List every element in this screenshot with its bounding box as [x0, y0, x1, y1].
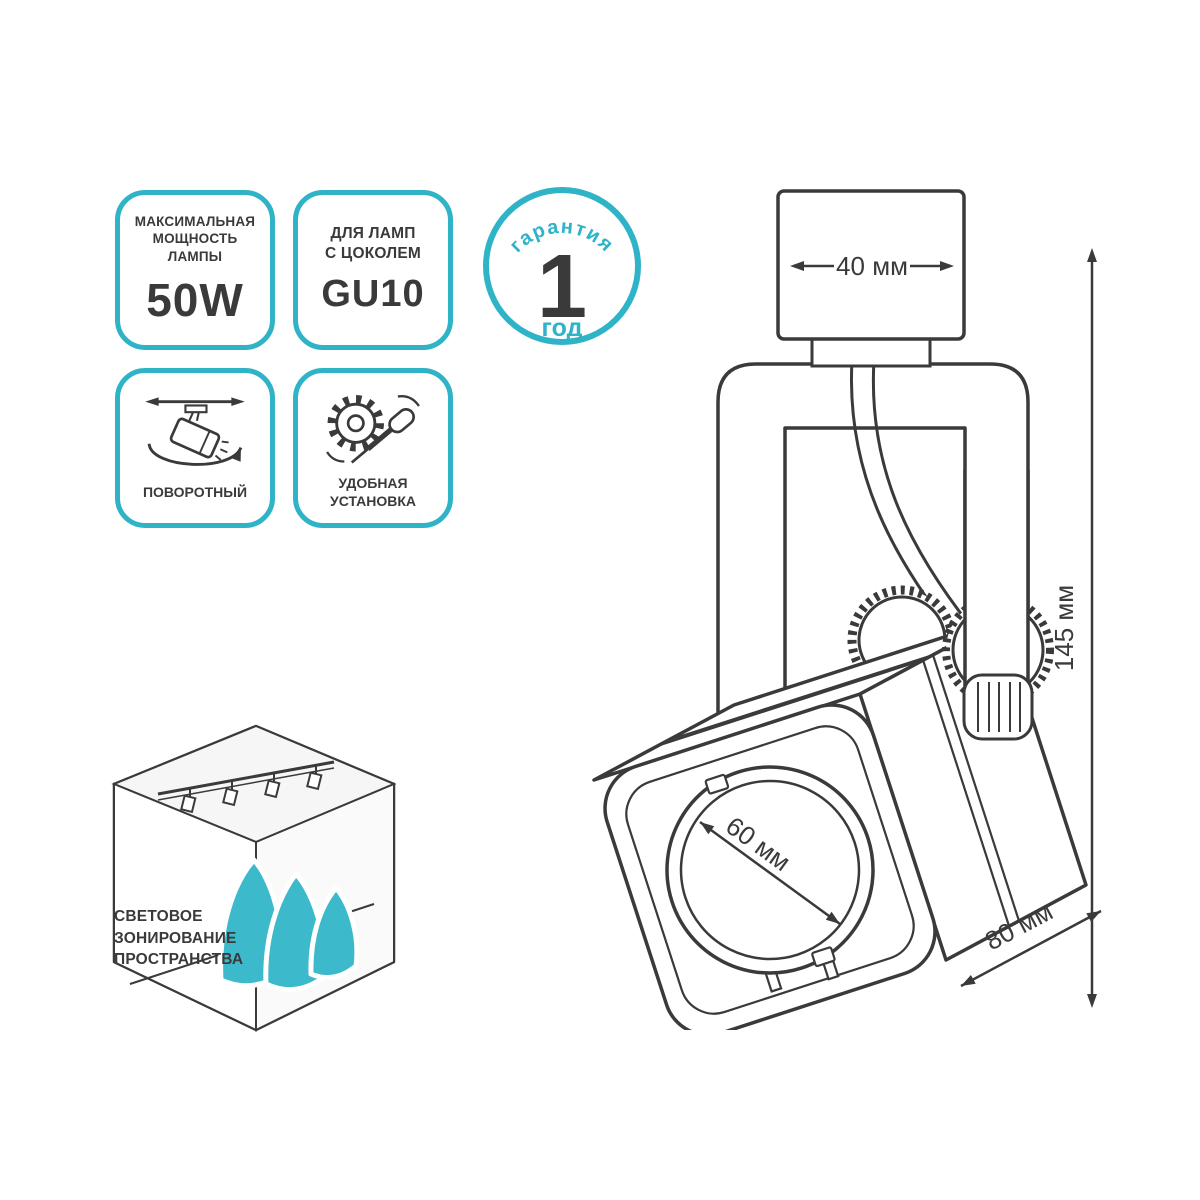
badge-warranty: гарантия 1 год	[479, 183, 645, 349]
dimension-track-width: 40 мм	[790, 251, 954, 281]
zoning-caption-line3: ПРОСТРАНСТВА	[114, 951, 244, 969]
lamp-clip	[704, 773, 730, 795]
badge-socket-type: ДЛЯ ЛАМП С ЦОКОЛЕМ GU10	[293, 190, 453, 350]
rotary-spotlight-icon	[145, 397, 245, 466]
warranty-ring	[483, 187, 641, 345]
badge-socket-caption: ДЛЯ ЛАМП С ЦОКОЛЕМ	[325, 224, 421, 264]
badge-install-line2: УСТАНОВКА	[329, 493, 417, 509]
badge-install-line1: УДОБНАЯ	[338, 475, 408, 492]
track-spotlight	[306, 765, 323, 791]
zoning-caption-line2: ЗОНИРОВАНИЕ	[114, 929, 237, 947]
light-zone	[308, 885, 360, 981]
track-adapter	[776, 189, 966, 341]
room-illustration	[111, 724, 397, 1032]
badge-max-power-line1: МАКСИМАЛЬНАЯ	[134, 214, 256, 230]
ceiling-track	[157, 760, 335, 814]
adjustment-knob	[962, 673, 1034, 741]
gear-screwdriver-icon	[326, 395, 420, 464]
lamp-body	[592, 617, 1088, 1030]
track-spotlight	[264, 773, 281, 799]
badge-rotary-label: ПОВОРОТНЫЙ	[142, 484, 248, 501]
light-zones	[218, 857, 360, 993]
lens-inner-ring	[679, 779, 861, 961]
badge-socket-line2: С ЦОКОЛЕМ	[325, 245, 421, 262]
track-spotlight	[222, 781, 239, 807]
badge-max-power-line2: МОЩНОСТЬ	[152, 231, 238, 247]
badge-max-power-caption: МАКСИМАЛЬНАЯ МОЩНОСТЬ ЛАМПЫ	[135, 213, 255, 265]
badge-max-power: МАКСИМАЛЬНАЯ МОЩНОСТЬ ЛАМПЫ 50W	[115, 190, 275, 350]
body-seam-lines	[656, 653, 1021, 927]
badge-socket-line1: ДЛЯ ЛАМП	[330, 225, 416, 243]
track-spotlight	[180, 788, 197, 814]
badge-socket-value: GU10	[321, 272, 425, 315]
warranty-unit: год	[542, 314, 583, 342]
dimension-height: 145 мм	[1049, 248, 1097, 1008]
dimension-height-label: 145 мм	[1049, 585, 1079, 671]
dimension-track-width-label: 40 мм	[836, 251, 908, 281]
warranty-value: 1	[537, 237, 587, 337]
badge-max-power-value: 50W	[146, 273, 244, 326]
warranty-circle-icon: гарантия 1 год	[483, 187, 641, 345]
badge-install: УДОБНАЯ УСТАНОВКА	[293, 368, 453, 528]
zoning-caption-line1: СВЕТОВОЕ	[114, 908, 203, 925]
badge-rotary: ПОВОРОТНЫЙ	[115, 368, 275, 528]
zoning-caption: СВЕТОВОЕ ЗОНИРОВАНИЕ ПРОСТРАНСТВА	[114, 906, 304, 971]
badge-install-label: УДОБНАЯ УСТАНОВКА	[330, 475, 416, 511]
badge-max-power-line3: ЛАМПЫ	[167, 248, 223, 264]
product-drawing: 40 мм 145 мм 80 мм 60 мм	[592, 189, 1102, 1030]
lamp-clip	[811, 946, 836, 968]
body-front-face	[603, 703, 937, 1030]
